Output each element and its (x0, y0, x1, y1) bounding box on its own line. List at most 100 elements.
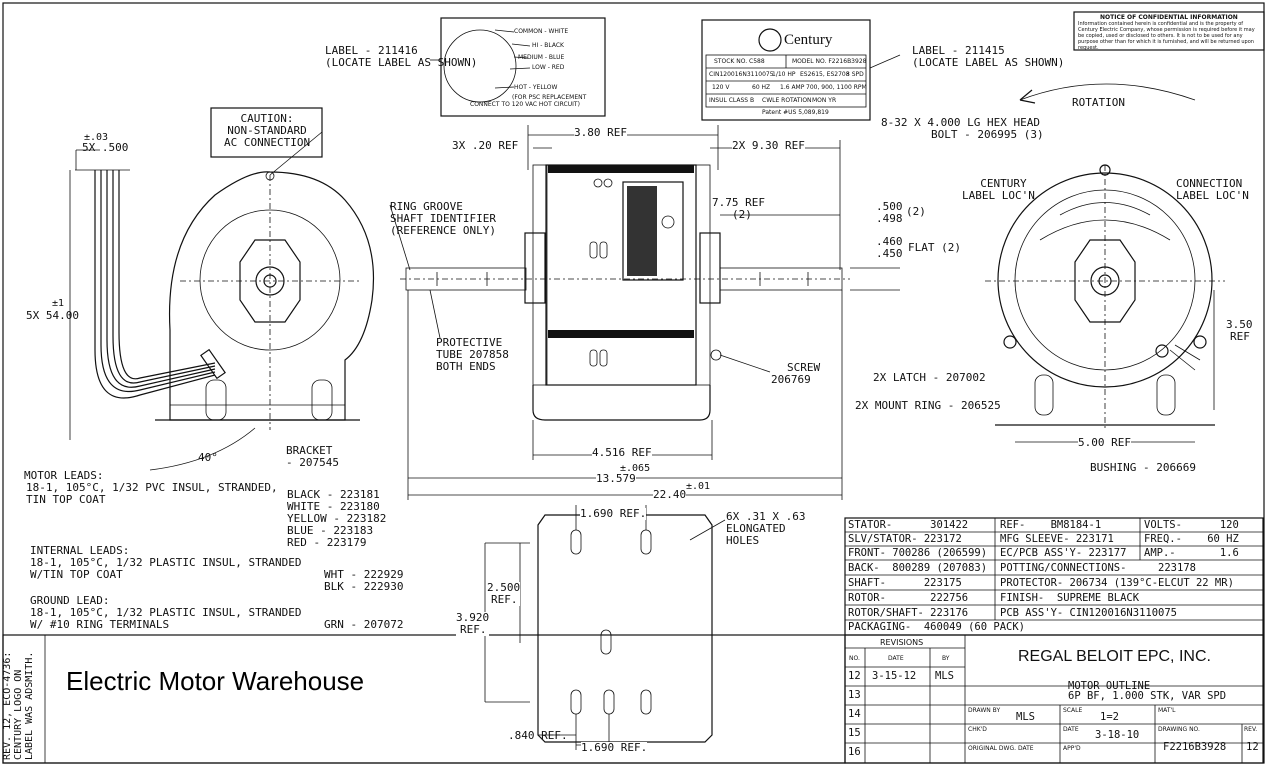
nameplate-spd: 3 SPD (846, 71, 864, 78)
wire-medium: MEDIUM - BLUE (518, 54, 565, 61)
parts-r0c2: VOLTS- 120 (1144, 519, 1239, 531)
parts-r0c1: REF- BM8184-1 (1000, 519, 1102, 531)
parts-table-grid (844, 517, 1264, 636)
ground-lead-block: GROUND LEAD: 18-1, 105°C, 1/32 PLASTIC I… (30, 594, 302, 631)
nameplate-hz: 60 HZ (752, 84, 771, 91)
nameplate-rpm: 700, 900, 1100 RPM (806, 84, 867, 91)
protective-tube-label: PROTECTIVE TUBE 207858 BOTH ENDS (436, 336, 509, 373)
date-value: 3-18-10 (1095, 729, 1140, 741)
flat-label: FLAT (2) (908, 241, 961, 254)
bushing-label: BUSHING - 206669 (1090, 461, 1196, 474)
wire-common: COMMON - WHITE (514, 28, 569, 35)
parts-r7c0: PACKAGING- 460049 (60 PACK) (848, 621, 1026, 633)
nameplate-brand: Century (784, 32, 833, 48)
parts-r1c1: MFG SLEEVE- 223171 (1000, 533, 1114, 545)
drawing-no-label: DRAWING NO. (1158, 726, 1200, 733)
dim-leads-length: 5X 54.00 (26, 309, 79, 322)
dim-500: .500 .498 (876, 200, 903, 225)
side-note: REV. 12, ECO-4736: CENTURY LOGO ON LABEL… (2, 651, 35, 760)
dim-three-x: 3X .20 REF (452, 139, 519, 152)
parts-r2c1: EC/PCB ASS'Y- 223177 (1000, 547, 1127, 559)
nameplate-stock: STOCK NO. C588 (714, 58, 765, 65)
dim-angle: 40° (198, 451, 218, 464)
ground-lead-color: GRN - 207072 (324, 618, 404, 631)
drawing-title-2: 6P BF, 1.000 STK, VAR SPD (1068, 690, 1227, 702)
nameplate-cin: CIN120016N3110075 (709, 71, 774, 78)
bracket-label: BRACKET - 207545 (286, 444, 339, 469)
rev-row-16-no: 16 (848, 746, 861, 758)
left-end-view (69, 149, 375, 471)
watermark-frame (2, 634, 846, 764)
rev-label: REV. (1244, 726, 1258, 733)
drawing-no-value: F2216B3928 (1163, 741, 1227, 753)
hex-bolt-label: 8-32 X 4.000 LG HEX HEAD BOLT - 206995 (… (881, 116, 1044, 141)
drawing-title-1: MOTOR OUTLINE (1068, 680, 1151, 692)
connection-loc-label: CONNECTION LABEL LOC'N (1176, 177, 1249, 202)
dim-775: 7.75 REF (2) (712, 196, 765, 221)
dim-380: 3.80 REF (574, 126, 627, 139)
nameplate-drawing (701, 19, 901, 121)
parts-r1c0: SLV/STATOR- 223172 (848, 533, 962, 545)
dim-4516: 4.516 REF (592, 446, 652, 459)
confidential-box (1073, 11, 1265, 51)
dim-500ref: 5.00 REF (1078, 436, 1131, 449)
parts-r4c0: SHAFT- 223175 (848, 577, 962, 589)
nameplate-patent: Patent #US 5,089,819 (762, 109, 829, 116)
dim-460: .460 .450 (876, 235, 903, 260)
rev-row-14-no: 14 (848, 708, 861, 720)
dim-1690b: 1.690 REF. (581, 741, 648, 754)
matl-label: MAT'L (1158, 707, 1176, 714)
wire-hot: HOT - YELLOW (514, 84, 558, 91)
center-side-view (400, 164, 850, 421)
dim-13579: 13.579 (596, 472, 636, 485)
dim-2240: 22.40 (653, 488, 687, 501)
date-label: DATE (1063, 726, 1079, 733)
dim-tol-1: ±1 (52, 298, 65, 309)
rev-value: 12 (1246, 741, 1259, 753)
parts-r4c1: PROTECTOR- 206734 (139°C-ELCUT 22 MR) (1000, 577, 1234, 589)
rev-row-13-no: 13 (848, 689, 861, 701)
parts-r6c1: PCB ASS'Y- CIN120016N3110075 (1000, 607, 1178, 619)
parts-r1c2: FREQ.- 60 HZ (1144, 533, 1239, 545)
dim-1690a: 1.690 REF. (580, 507, 647, 520)
parts-r2c0: FRONT- 700286 (206599) (848, 547, 988, 559)
scale-label: SCALE (1063, 707, 1083, 714)
dim-tol-01: ±.01 (686, 481, 711, 492)
dim-840: .840 REF. (508, 729, 568, 742)
company-name: REGAL BELOIT EPC, INC. (1018, 648, 1211, 665)
confidential-body: Information contained herein is confiden… (1078, 21, 1255, 51)
dim-930: 2X 9.30 REF (732, 139, 805, 152)
nameplate-es: ES2615, ES2708 (800, 71, 850, 78)
ring-groove-label: RING GROOVE SHAFT IDENTIFIER (REFERENCE … (390, 200, 496, 237)
parts-r2c2: AMP.- 1.6 (1144, 547, 1239, 559)
watermark-text: Electric Motor Warehouse (66, 666, 365, 696)
latch-label: 2X LATCH - 207002 (873, 371, 986, 384)
right-end-view (985, 83, 1225, 443)
rev-header-no: NO. (849, 655, 860, 662)
mount-ring-label: 2X MOUNT RING - 206525 (855, 399, 1001, 412)
parts-r3c0: BACK- 800289 (207083) (848, 562, 988, 574)
bottom-plan-view (484, 505, 726, 750)
rev-row-12-by: MLS (935, 670, 954, 682)
drawn-by-label: DRAWN BY (968, 707, 1001, 714)
parts-r5c0: ROTOR- 222756 (848, 592, 969, 604)
label-right-line2: (LOCATE LABEL AS SHOWN) (912, 56, 1065, 69)
label-left: LABEL - 211416 (LOCATE LABEL AS SHOWN) (325, 45, 477, 69)
wire-psc-2: CONNECT TO 120 VAC HOT CIRCUIT) (470, 101, 580, 108)
parts-r3c1: POTTING/CONNECTIONS- 223178 (1000, 562, 1196, 574)
parts-r0c0: STATOR- 301422 (848, 519, 969, 531)
nameplate-hp: 1/10 HP (772, 71, 796, 78)
revisions-title: REVISIONS (880, 638, 924, 647)
title-block-grid (844, 634, 1264, 764)
motor-leads-block: MOTOR LEADS: 18-1, 105°C, 1/32 PVC INSUL… (24, 469, 278, 506)
elongated-label: 6X .31 X .63 ELONGATED HOLES (726, 510, 806, 547)
scale-value: 1=2 (1100, 711, 1119, 723)
label-right-line1: LABEL - 211415 (912, 44, 1005, 57)
dim-350: 3.50 REF (1226, 318, 1253, 343)
orig-date-label: ORIGINAL DWG. DATE (968, 745, 1034, 752)
nameplate-volts: 120 V (712, 84, 730, 91)
nameplate-insul: INSUL CLASS B (709, 97, 755, 104)
parts-r6c0: ROTOR/SHAFT- 223176 (848, 607, 969, 619)
dim-tol-03: ±.03 (84, 132, 109, 143)
